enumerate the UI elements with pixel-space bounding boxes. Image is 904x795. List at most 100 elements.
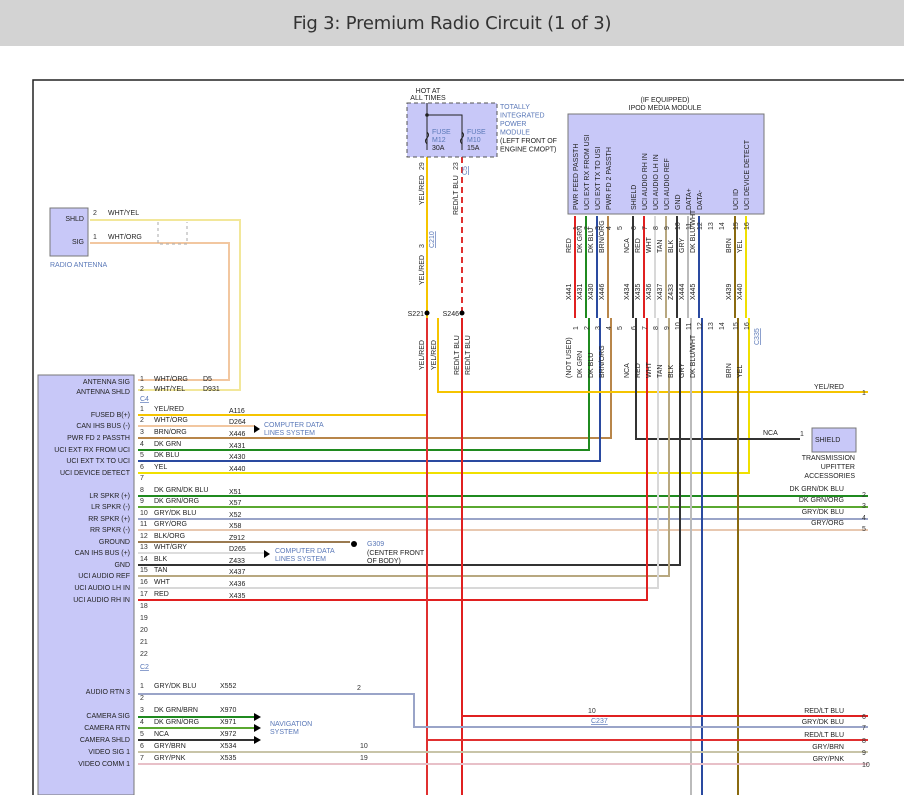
- right-edge-color: RED/LT BLU: [804, 708, 844, 715]
- right-edge-ref: 5: [862, 526, 866, 533]
- right-edge-color: DK GRN/DK BLU: [790, 486, 844, 493]
- radio-pin-number: 7: [140, 475, 144, 482]
- fuse-id: M10: [467, 137, 481, 144]
- radio-wire-color: GRY/BRN: [154, 743, 186, 750]
- radio-pin-name: LR SPKR (-): [91, 504, 130, 511]
- ipod-circuit: X444: [679, 284, 686, 300]
- arrow-icon: [254, 724, 261, 732]
- computer-data-ref: COMPUTER DATA: [264, 422, 324, 429]
- ipod-pin-number: 5: [617, 226, 624, 230]
- ipod-pin-number: 13: [708, 222, 715, 230]
- radio-circuit: X437: [229, 569, 245, 576]
- radio-wire-color: BRN/ORG: [154, 429, 187, 436]
- radio-circuit: X534: [220, 743, 236, 750]
- radio-pin-number: 2: [140, 386, 144, 393]
- radio-circuit: X440: [229, 466, 245, 473]
- radio-circuit: X51: [229, 489, 242, 496]
- ipod-circuit: X431: [577, 284, 584, 300]
- ipod-title: (IF EQUIPPED): [640, 97, 689, 104]
- right-edge-color: DK GRN/ORG: [799, 497, 844, 504]
- ipod-pin-number: 7: [642, 226, 649, 230]
- ipod-pin-name: PWR FD 2 PASSTH: [606, 147, 613, 210]
- wire-color-label: WHT/YEL: [108, 210, 139, 217]
- ipod-pin-number: 16: [744, 222, 751, 230]
- radio-pin-number: 3: [140, 429, 144, 436]
- ipod-wire-color-lower: BLK: [668, 364, 675, 378]
- wires-layer: [90, 157, 868, 795]
- radio-antenna-box: [49, 207, 89, 257]
- transmission-pin: 1: [800, 431, 804, 438]
- right-edge-ref: 4: [862, 515, 866, 522]
- ground-id: G309: [367, 541, 384, 548]
- wire-audio-rh: [138, 318, 648, 601]
- transmission-shield-box: [811, 427, 857, 453]
- radio-pin-number: 22: [140, 651, 148, 658]
- wire-gnd: [138, 318, 681, 566]
- radio-pin-name: RR SPKR (+): [88, 516, 130, 523]
- radio-pin-name: LR SPKR (+): [89, 493, 130, 500]
- ipod-pin-number: 16: [744, 322, 751, 330]
- right-edge-ref: 7: [862, 725, 866, 732]
- radio-wire-color: WHT/ORG: [154, 376, 188, 383]
- tipm-module-box: [406, 102, 498, 158]
- ipod-wire-color: DK GRN: [577, 226, 584, 253]
- ipod-pin-number: 6: [631, 326, 638, 330]
- ipod-wire-color: BRN/ORG: [599, 220, 606, 253]
- ipod-wire-color-lower: BRN: [726, 363, 733, 378]
- radio-pin-number: 7: [140, 755, 144, 762]
- wire-color-label: RED/LT BLU: [465, 335, 472, 375]
- radio-pin-name: VIDEO COMM 1: [78, 761, 130, 768]
- wire-audio-ref: [138, 318, 670, 577]
- right-edge-color: GRY/PNK: [813, 756, 845, 763]
- wire-antenna-sig: [90, 242, 230, 381]
- right-edge-ref: 8: [862, 738, 866, 745]
- radio-wire-color: GRY/DK BLU: [154, 510, 196, 517]
- computer-data-ref: COMPUTER DATA: [275, 548, 335, 555]
- radio-circuit: X535: [220, 755, 236, 762]
- radio-wire-color: DK GRN/DK BLU: [154, 487, 208, 494]
- ipod-pin-name: GND: [675, 194, 682, 210]
- ipod-pin-number: 5: [617, 326, 624, 330]
- ipod-wire-color: WHT: [646, 236, 653, 253]
- radio-wire-color: YEL: [154, 464, 167, 471]
- right-edge-color: YEL/RED: [814, 384, 844, 391]
- radio-pin-number: 10: [140, 510, 148, 517]
- splice-s246: [459, 310, 465, 316]
- radio-pin-number: 1: [140, 683, 144, 690]
- radio-pin-number: 2: [140, 695, 144, 702]
- ipod-circuit: X445: [690, 284, 697, 300]
- ipod-pin-name: DATA+: [686, 188, 693, 210]
- wire-pwr-fd2: [138, 318, 612, 439]
- radio-pin-number: 13: [140, 544, 148, 551]
- ipod-pin-number: 10: [675, 222, 682, 230]
- ipod-circuit: X439: [726, 284, 733, 300]
- ipod-circuit: X440: [737, 284, 744, 300]
- radio-circuit: Z912: [229, 535, 245, 542]
- ipod-wire-color: BLK: [668, 239, 675, 253]
- radio-wire-color: WHT: [154, 579, 171, 586]
- ipod-wire-color-lower: GRY: [679, 363, 686, 378]
- ipod-pin-number: 9: [664, 326, 671, 330]
- ipod-wire-color: TAN: [657, 240, 664, 253]
- computer-data-ref: LINES SYSTEM: [264, 430, 315, 437]
- ipod-circuit: X434: [624, 284, 631, 300]
- ipod-pin-name: PWR FEED PASSTH: [573, 144, 580, 210]
- radio-wire-color: NCA: [154, 731, 169, 738]
- figure-title: Fig 3: Premium Radio Circuit (1 of 3): [292, 12, 612, 34]
- ipod-pin-name: UCI ID: [733, 189, 740, 210]
- radio-circuit: D264: [229, 419, 246, 426]
- fuse-icon: [425, 131, 429, 145]
- tipm-location-line: (LEFT FRONT OF: [500, 138, 557, 145]
- radio-circuit: X430: [229, 454, 245, 461]
- figure-title-bar: Fig 3: Premium Radio Circuit (1 of 3): [0, 0, 904, 46]
- wire-antenna-shld: [90, 219, 241, 391]
- connector-c2: C2: [140, 664, 149, 671]
- right-edge-color: GRY/DK BLU: [802, 719, 844, 726]
- radio-pin-number: 17: [140, 591, 148, 598]
- ipod-pin-name: UCI EXT TX TO USI: [595, 147, 602, 210]
- antenna-pin-label: SHLD: [65, 216, 84, 223]
- ipod-wire-color-lower: (NOT USED): [566, 337, 573, 378]
- tipm-name-line: TOTALLY: [500, 104, 530, 111]
- ipod-pin-number: 12: [697, 322, 704, 330]
